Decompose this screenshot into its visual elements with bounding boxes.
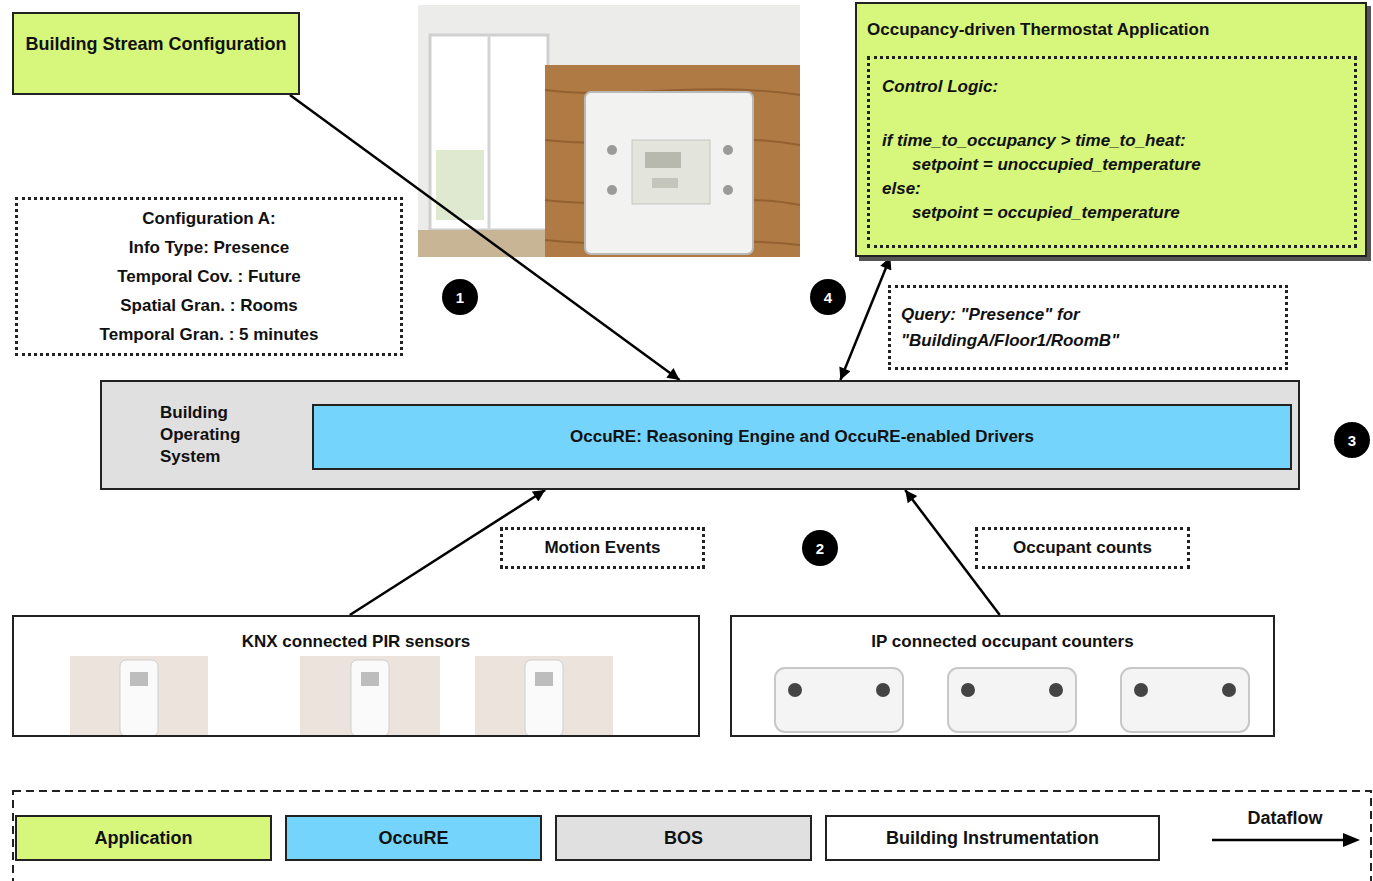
dataflow-arrow <box>840 257 890 380</box>
query-note: Query: "Presence" for "BuildingA/Floor1/… <box>888 285 1288 370</box>
pir-lens <box>361 672 379 686</box>
thermostat-display <box>632 140 710 204</box>
callout-number: 2 <box>802 530 838 566</box>
node-text: OccuRE: Reasoning Engine and OccuRE-enab… <box>324 426 1280 448</box>
node-text: Occupancy-driven Thermostat Application <box>867 18 1355 42</box>
config-note: Configuration A:Info Type: PresenceTempo… <box>15 197 403 356</box>
legend-swatch: OccuRE <box>285 815 542 861</box>
pir-sensor <box>351 660 389 736</box>
dataflow-note: Motion Events <box>500 527 705 569</box>
occupant-counter <box>1121 668 1249 732</box>
control-logic-box: Control Logic: if time_to_occupancy > tim… <box>867 56 1357 248</box>
pir-sensor <box>120 660 158 736</box>
dataflow-arrow <box>350 490 545 615</box>
occupant-counter-photos <box>775 668 1249 732</box>
photo-background <box>70 656 208 736</box>
window-view <box>436 150 484 220</box>
pir-sensor <box>525 660 563 736</box>
counter-lens <box>1049 683 1063 697</box>
legend-border <box>13 791 1371 881</box>
room-photo <box>418 5 800 257</box>
node-text: if time_to_occupancy > time_to_heat: <box>882 129 1344 153</box>
counter-lens <box>1134 683 1148 697</box>
node-text: Building Operating System <box>160 402 280 468</box>
occupant-counter <box>775 668 903 732</box>
node-text: Motion Events <box>511 537 694 559</box>
node-text: KNX connected PIR sensors <box>24 631 688 653</box>
occupant-counter <box>948 668 1076 732</box>
thermostat-button <box>723 185 733 195</box>
node-text: Occupant counts <box>986 537 1179 559</box>
node-text: setpoint = unoccupied_temperature <box>882 153 1344 177</box>
wall <box>418 5 800 257</box>
legend-item: Dataflow <box>1215 808 1355 829</box>
node-text: setpoint = occupied_temperature <box>882 201 1344 225</box>
dataflow-arrow <box>905 490 1000 615</box>
legend-swatch: BOS <box>555 815 812 861</box>
thermostat-button <box>607 145 617 155</box>
window-frame <box>488 35 491 230</box>
dataflow-sample-head <box>1343 833 1360 847</box>
legend-swatch: Building Instrumentation <box>825 815 1160 861</box>
node-text: Building Stream Configuration <box>24 30 288 58</box>
node-text: Info Type: Presence <box>26 233 392 262</box>
bos-box: Building Operating System OccuRE: Reasoni… <box>100 380 1300 490</box>
config-box: Building Stream Configuration <box>12 12 300 95</box>
floor <box>418 230 548 257</box>
window <box>430 35 548 230</box>
dataflow-sample-line <box>1212 839 1345 842</box>
legend-frame <box>13 791 1371 881</box>
legend-text: Application <box>95 828 193 849</box>
photo-background <box>475 656 613 736</box>
counter-lens <box>1222 683 1236 697</box>
occure-box: OccuRE: Reasoning Engine and OccuRE-enab… <box>312 404 1292 470</box>
callout-number: 4 <box>810 279 846 315</box>
instrumentation-box: KNX connected PIR sensors <box>12 615 700 737</box>
counter-lens <box>961 683 975 697</box>
legend-text: Dataflow <box>1247 808 1322 828</box>
legend-text: OccuRE <box>378 828 448 849</box>
node-text: Spatial Gran. : Rooms <box>26 291 392 320</box>
node-text: Control Logic: <box>882 75 1344 99</box>
node-text: Temporal Cov. : Future <box>26 262 392 291</box>
counter-lens <box>876 683 890 697</box>
node-text: Configuration A: <box>26 204 392 233</box>
pir-lens <box>535 672 553 686</box>
thermostat-button <box>607 185 617 195</box>
node-text: IP connected occupant counters <box>742 631 1263 653</box>
dataflow-note: Occupant counts <box>975 527 1190 569</box>
legend-swatch: Application <box>15 815 272 861</box>
photo-background <box>300 656 440 736</box>
pir-sensor-photos <box>70 656 613 736</box>
node-text: Query: "Presence" for "BuildingA/Floor1/… <box>901 302 1275 354</box>
node-text: else: <box>882 177 1344 201</box>
display-digits <box>652 178 678 188</box>
callout-number: 1 <box>442 279 478 315</box>
thermostat <box>585 92 753 254</box>
instrumentation-box: IP connected occupant counters <box>730 615 1275 737</box>
node-text: Temporal Gran. : 5 minutes <box>26 320 392 349</box>
legend-text: Building Instrumentation <box>886 828 1099 849</box>
legend-text: BOS <box>664 828 703 849</box>
wood-panel <box>545 65 800 257</box>
display-digits <box>645 152 681 168</box>
counter-lens <box>788 683 802 697</box>
callout-number: 3 <box>1334 422 1370 458</box>
application-box: Occupancy-driven Thermostat ApplicationC… <box>855 2 1367 257</box>
thermostat-button <box>723 145 733 155</box>
text-column: Building Operating System <box>160 402 280 468</box>
pir-lens <box>130 672 148 686</box>
